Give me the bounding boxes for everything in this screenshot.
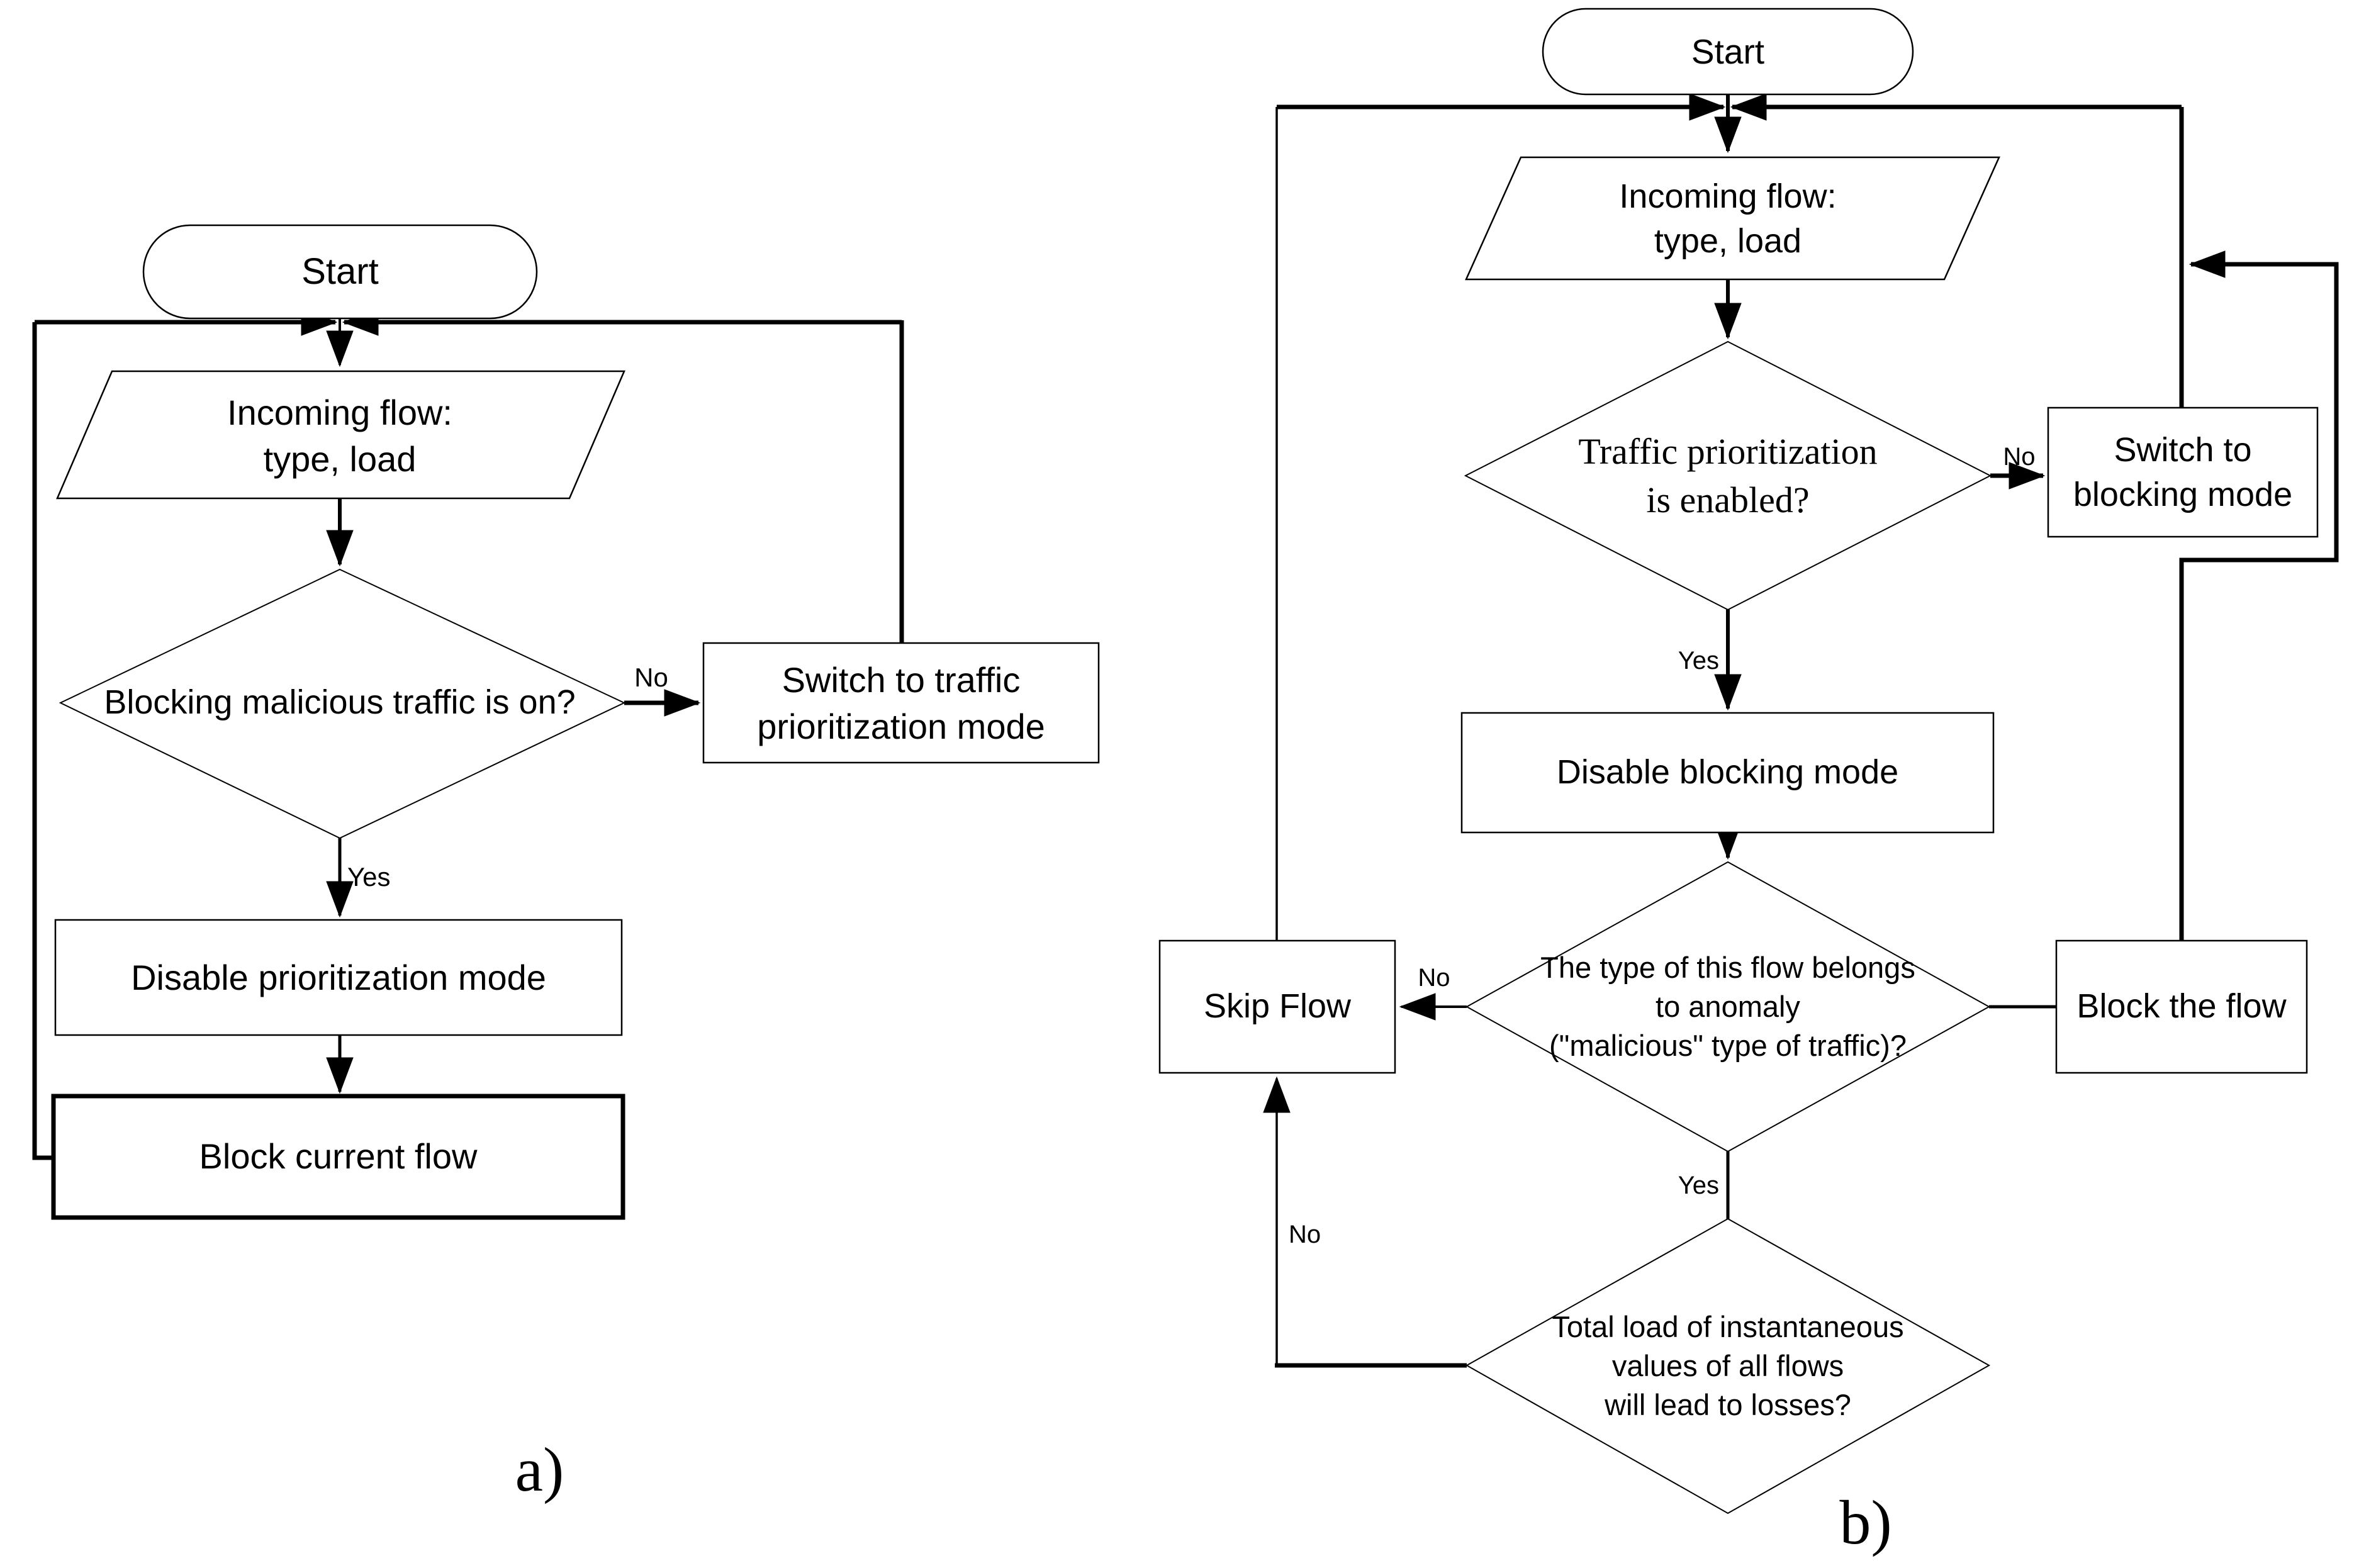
b-block-return-path [2179, 250, 2339, 941]
a-decision-label: Blocking malicious traffic is on? [104, 683, 576, 722]
a-block-flow-label: Block current flow [199, 1136, 478, 1177]
b-yes2-edge-label: Yes [1678, 1171, 1719, 1199]
a-switch-mode-label: Switch to traffic prioritization mode [757, 660, 1045, 746]
a-disable-mode-label: Disable prioritization mode [131, 958, 546, 998]
a-input-parallelogram [56, 370, 625, 500]
b-decision3-diamond [1465, 1218, 1991, 1515]
a-input-label: Incoming flow: type, load [227, 392, 452, 479]
a-block-flow-box [51, 1094, 625, 1220]
b-start-label: Start [1691, 31, 1765, 71]
b-input-label: Incoming flow: type, load [1619, 177, 1837, 260]
chart-a-connectors [32, 308, 904, 1160]
b-yes1-edge-label: Yes [1678, 646, 1719, 675]
a-left-loop-line [32, 322, 55, 1160]
b-block-flow-label: Block the flow [2076, 987, 2287, 1026]
chart-b-connectors [1263, 93, 2339, 1368]
b-decision3-label: Total load of instantaneous values of al… [1552, 1309, 1904, 1422]
b-no2-edge-label: No [1418, 963, 1450, 992]
b-no1-edge-label: No [2003, 442, 2036, 471]
b-block-flow-box [2055, 939, 2308, 1074]
b-no3-edge-label: No [1289, 1220, 1321, 1248]
b-decision2-diamond [1465, 861, 1991, 1153]
a-no-edge-label: No [634, 663, 668, 693]
chart-b-shapes [1158, 8, 2319, 1515]
b-decision2-label: The type of this flow belongs to anomaly… [1540, 950, 1915, 1063]
b-disable-mode-box [1460, 712, 1995, 834]
chart-a-shapes [51, 224, 1100, 1220]
a-switch-mode-box [702, 642, 1100, 764]
b-decision1-diamond [1464, 340, 1992, 611]
a-disable-mode-box [54, 919, 623, 1036]
a-caption: a) [515, 1434, 564, 1504]
a-yes-edge-label: Yes [347, 862, 391, 892]
a-start-label: Start [301, 250, 379, 292]
b-switch-mode-box [2047, 406, 2319, 538]
b-skip-flow-label: Skip Flow [1203, 987, 1352, 1026]
b-caption: b) [1839, 1487, 1892, 1557]
b-input-parallelogram [1465, 156, 2000, 281]
b-start-terminator [1542, 8, 1914, 96]
b-switch-mode-label: Switch to blocking mode [2073, 430, 2293, 513]
b-disable-mode-label: Disable blocking mode [1556, 753, 1899, 792]
b-skip-flow-box [1158, 939, 1396, 1074]
a-start-terminator [142, 224, 538, 320]
b-decision1-label: Traffic prioritization is enabled? [1578, 431, 1878, 520]
a-decision-diamond [59, 568, 626, 839]
